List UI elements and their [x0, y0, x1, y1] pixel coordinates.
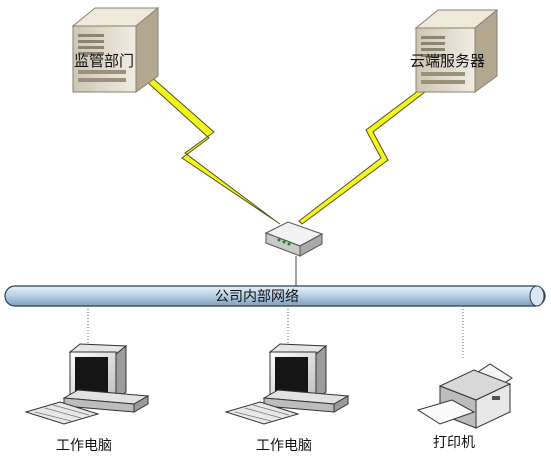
wireless-link-right — [298, 81, 435, 225]
router-icon — [264, 221, 324, 257]
printer-icon — [416, 363, 513, 429]
server-icon — [71, 6, 160, 93]
network-label: 公司内部网络 — [215, 289, 299, 305]
server-label-supervisor: 监管部门 — [74, 52, 134, 70]
computer-icon — [224, 343, 350, 425]
pc-label-middle: 工作电脑 — [256, 438, 312, 454]
network-bus — [4, 285, 546, 307]
pc-label-left: 工作电脑 — [56, 438, 112, 454]
wireless-link-left — [135, 66, 281, 225]
server-label-cloud: 云端服务器 — [410, 52, 485, 70]
server-icon — [414, 8, 499, 93]
computer-icon — [24, 343, 150, 425]
printer-label: 打印机 — [433, 434, 475, 451]
